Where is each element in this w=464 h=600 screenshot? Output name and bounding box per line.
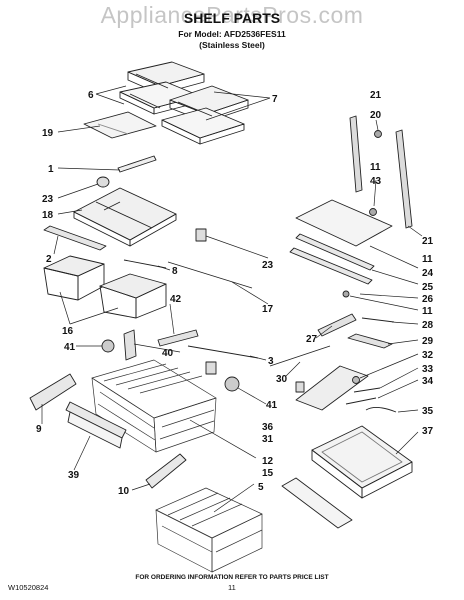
part-19-glass-shelf <box>83 111 157 139</box>
callout-24: 24 <box>422 268 434 279</box>
watermark: AppliancePartsPros.com <box>100 2 364 28</box>
part-42-bracket <box>157 329 199 347</box>
part-36-clip <box>295 381 305 393</box>
callout-30: 30 <box>276 374 288 385</box>
part-43-screw <box>369 208 377 216</box>
page-number: 11 <box>228 583 236 592</box>
doc-id: W10520824 <box>8 583 49 592</box>
part-18-crisper-cover <box>73 187 177 247</box>
callout-1: 1 <box>48 164 54 175</box>
callout-36: 36 <box>262 422 274 433</box>
page-title: SHELF PARTS <box>183 10 281 26</box>
callout-labels: 6 7 19 1 23 18 2 8 23 17 16 42 41 40 3 4… <box>36 90 434 497</box>
callout-19: 19 <box>42 128 54 139</box>
part-24-glass-shelf <box>295 199 393 247</box>
part-41-wheel-left <box>101 339 115 353</box>
part-9-panel <box>29 373 77 411</box>
callout-33: 33 <box>422 364 434 375</box>
part-32-cap <box>352 376 360 384</box>
callout-37: 37 <box>422 426 434 437</box>
callout-31: 31 <box>262 434 274 445</box>
part-23-clip <box>96 176 110 188</box>
part-37-tray <box>311 425 413 499</box>
callout-7: 7 <box>272 94 278 105</box>
callout-18: 18 <box>42 210 54 221</box>
callout-8: 8 <box>172 266 178 277</box>
finish-line: (Stainless Steel) <box>199 40 265 50</box>
part-21-rail-left <box>349 115 363 193</box>
part-12-wire-basket-upper <box>91 359 217 453</box>
callout-12: 12 <box>262 456 274 467</box>
callout-21: 21 <box>370 90 382 101</box>
part-21-rail-right <box>395 129 413 229</box>
part-33-pin <box>353 387 381 393</box>
part-27-bracket <box>317 313 357 337</box>
part-30-rod <box>269 345 331 367</box>
part-28-rod <box>361 317 395 323</box>
callout-2: 2 <box>46 254 52 265</box>
callout-34: 34 <box>422 376 434 387</box>
callout-43: 43 <box>370 176 382 187</box>
callout-16: 16 <box>62 326 74 337</box>
part-40-clip <box>205 361 217 375</box>
part-31-bracket <box>295 365 369 411</box>
callout-3: 3 <box>268 356 274 367</box>
part-15-tray <box>281 477 353 529</box>
part-35-wire <box>365 407 397 413</box>
part-34-pin <box>345 397 377 405</box>
callout-41: 41 <box>64 342 76 353</box>
callout-15: 15 <box>262 468 274 479</box>
callout-39: 39 <box>68 470 80 481</box>
callout-29: 29 <box>422 336 434 347</box>
callout-20: 20 <box>370 110 382 121</box>
callout-27: 27 <box>306 334 318 345</box>
callout-21b: 21 <box>422 236 434 247</box>
part-3-rod <box>187 345 259 359</box>
part-23-bracket <box>195 228 207 242</box>
callout-25: 25 <box>422 282 434 293</box>
callout-11b: 11 <box>422 254 433 265</box>
part-5-wire-basket-lower <box>155 487 263 573</box>
part-10-panel <box>145 453 187 489</box>
part-40-bracket <box>123 329 137 361</box>
model-line: For Model: AFD2536FES11 <box>178 29 286 39</box>
callout-6: 6 <box>88 90 94 101</box>
callout-23b: 23 <box>262 260 274 271</box>
part-41-wheel-right <box>224 376 240 392</box>
callout-11: 11 <box>370 162 381 173</box>
callout-42: 42 <box>170 294 182 305</box>
part-7-shelf <box>161 85 249 145</box>
callout-17: 17 <box>262 304 274 315</box>
part-29-bracket <box>347 333 393 349</box>
part-2-strip <box>43 225 107 251</box>
callout-40: 40 <box>162 348 174 359</box>
callout-28: 28 <box>422 320 434 331</box>
callout-41b: 41 <box>266 400 278 411</box>
callout-32: 32 <box>422 350 434 361</box>
part-16-crisper-drawers <box>43 255 167 319</box>
callout-11c: 11 <box>422 306 433 317</box>
callout-5: 5 <box>258 482 264 493</box>
leader-lines <box>41 85 423 513</box>
part-26-screw <box>342 290 350 298</box>
callout-23: 23 <box>42 194 54 205</box>
callout-26: 26 <box>422 294 434 305</box>
part-1-rail <box>117 155 157 173</box>
part-20-screw <box>374 130 382 138</box>
callout-10: 10 <box>118 486 130 497</box>
callout-9: 9 <box>36 424 42 435</box>
part-17-rod <box>167 261 253 289</box>
callout-35: 35 <box>422 406 434 417</box>
order-note: FOR ORDERING INFORMATION REFER TO PARTS … <box>135 574 329 581</box>
part-25-shelf-trim <box>295 233 375 271</box>
